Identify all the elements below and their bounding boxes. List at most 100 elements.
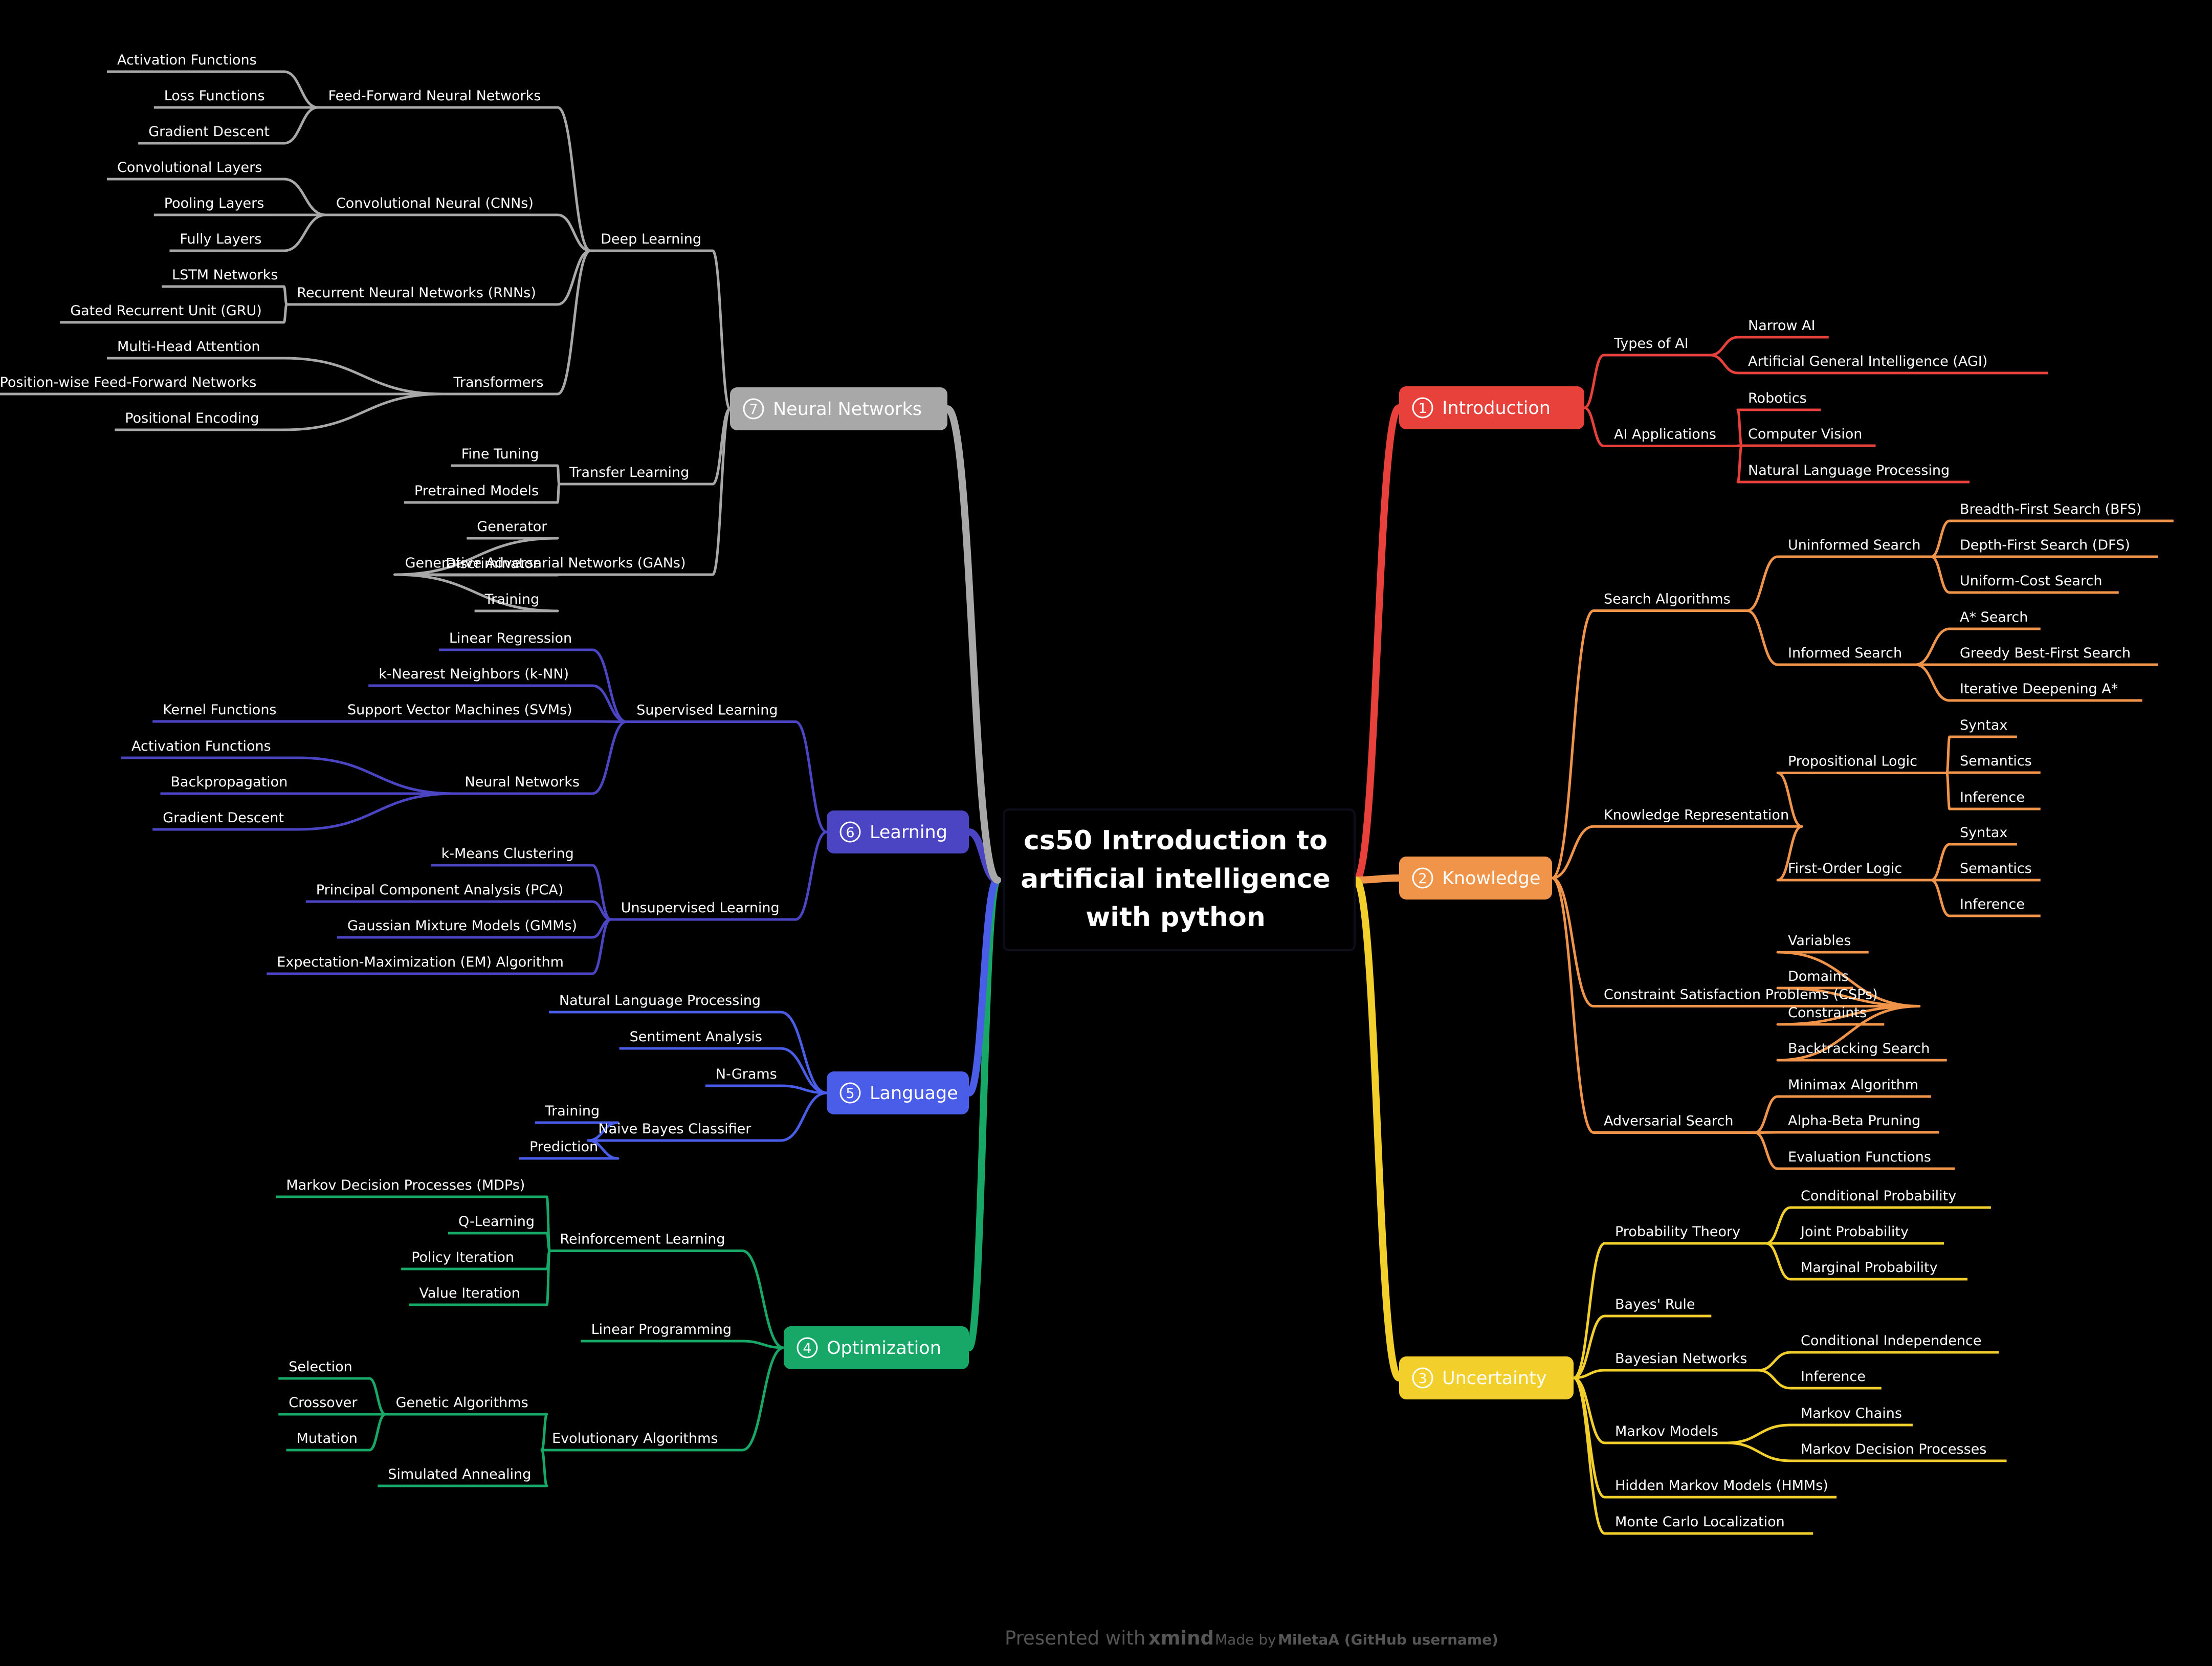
topic-pooling-layers[interactable]: Pooling Layers xyxy=(164,195,264,211)
topic-semantics[interactable]: Semantics xyxy=(1960,753,2032,769)
topic-informed-search[interactable]: Informed Search xyxy=(1788,645,1902,661)
topic-value-iteration[interactable]: Value Iteration xyxy=(419,1285,520,1301)
topic-markov-decision-processes[interactable]: Markov Decision Processes xyxy=(1801,1441,1986,1457)
topic-policy-iteration[interactable]: Policy Iteration xyxy=(411,1250,514,1265)
topic-inference[interactable]: Inference xyxy=(1960,790,2025,805)
topic-support-vector-machines-svms[interactable]: Support Vector Machines (SVMs) xyxy=(347,702,572,718)
topic-gated-recurrent-unit-gru[interactable]: Gated Recurrent Unit (GRU) xyxy=(70,303,262,319)
topic-breadth-first-search-bfs[interactable]: Breadth-First Search (BFS) xyxy=(1960,501,2141,517)
topic-training[interactable]: Training xyxy=(545,1103,600,1119)
topic-alpha-beta-pruning[interactable]: Alpha-Beta Pruning xyxy=(1788,1113,1920,1129)
topic-computer-vision[interactable]: Computer Vision xyxy=(1748,426,1862,442)
topic-natural-language-processing[interactable]: Natural Language Processing xyxy=(1748,463,1950,478)
topic-bayes-rule[interactable]: Bayes' Rule xyxy=(1615,1297,1695,1312)
topic-positional-encoding[interactable]: Positional Encoding xyxy=(125,410,259,426)
topic-convolutional-neural-cnns[interactable]: Convolutional Neural (CNNs) xyxy=(336,195,534,211)
topic-activation-functions[interactable]: Activation Functions xyxy=(117,52,257,68)
topic-convolutional-layers[interactable]: Convolutional Layers xyxy=(117,160,262,176)
topic-semantics[interactable]: Semantics xyxy=(1960,861,2032,876)
topic-selection[interactable]: Selection xyxy=(289,1359,352,1375)
topic-markov-models[interactable]: Markov Models xyxy=(1615,1423,1718,1439)
topic-generator[interactable]: Generator xyxy=(477,519,547,535)
topic-evolutionary-algorithms[interactable]: Evolutionary Algorithms xyxy=(552,1431,718,1446)
topic-k-nearest-neighbors-k-nn[interactable]: k-Nearest Neighbors (k-NN) xyxy=(379,666,569,682)
topic-uniform-cost-search[interactable]: Uniform-Cost Search xyxy=(1960,573,2102,589)
topic-joint-probability[interactable]: Joint Probability xyxy=(1800,1224,1909,1240)
topic-activation-functions[interactable]: Activation Functions xyxy=(131,738,271,754)
topic-transformers[interactable]: Transformers xyxy=(453,375,543,390)
topic-position-wise-feed-forward-networks[interactable]: Position-wise Feed-Forward Networks xyxy=(0,375,256,390)
topic-first-order-logic[interactable]: First-Order Logic xyxy=(1788,861,1902,876)
topic-sentiment-analysis[interactable]: Sentiment Analysis xyxy=(630,1029,762,1045)
topic-recurrent-neural-networks-rnns[interactable]: Recurrent Neural Networks (RNNs) xyxy=(297,285,536,301)
topic-linear-regression[interactable]: Linear Regression xyxy=(449,630,572,646)
topic-inference[interactable]: Inference xyxy=(1801,1369,1866,1385)
topic-simulated-annealing[interactable]: Simulated Annealing xyxy=(388,1466,531,1482)
topic-propositional-logic[interactable]: Propositional Logic xyxy=(1788,754,1917,770)
topic-fully-layers[interactable]: Fully Layers xyxy=(180,231,261,247)
topic-reinforcement-learning[interactable]: Reinforcement Learning xyxy=(560,1232,725,1247)
topic-q-learning[interactable]: Q-Learning xyxy=(458,1214,535,1230)
topic-naive-bayes-classifier[interactable]: Naive Bayes Classifier xyxy=(598,1121,751,1137)
topic-constraints[interactable]: Constraints xyxy=(1788,1005,1867,1021)
topic-k-means-clustering[interactable]: k-Means Clustering xyxy=(441,846,574,862)
topic-markov-chains[interactable]: Markov Chains xyxy=(1801,1406,1902,1421)
topic-gaussian-mixture-models-gmms[interactable]: Gaussian Mixture Models (GMMs) xyxy=(347,918,577,934)
topic-principal-component-analysis-pca[interactable]: Principal Component Analysis (PCA) xyxy=(316,882,563,898)
topic-types-of-ai[interactable]: Types of AI xyxy=(1613,336,1689,352)
topic-knowledge-representation[interactable]: Knowledge Representation xyxy=(1604,807,1789,823)
topic-neural-networks[interactable]: Neural Networks xyxy=(465,774,580,790)
topic-loss-functions[interactable]: Loss Functions xyxy=(164,88,265,104)
topic-mutation[interactable]: Mutation xyxy=(297,1431,358,1446)
topic-generative-adversarial-networks-gans[interactable]: Generative Adversarial Networks (GANs) xyxy=(405,555,686,571)
topic-backtracking-search[interactable]: Backtracking Search xyxy=(1788,1041,1930,1057)
topic-discriminator[interactable]: Discriminator xyxy=(446,556,539,572)
topic-conditional-independence[interactable]: Conditional Independence xyxy=(1801,1333,1981,1349)
topic-unsupervised-learning[interactable]: Unsupervised Learning xyxy=(621,900,780,916)
topic-genetic-algorithms[interactable]: Genetic Algorithms xyxy=(396,1395,528,1411)
topic-search-algorithms[interactable]: Search Algorithms xyxy=(1604,591,1731,607)
topic-kernel-functions[interactable]: Kernel Functions xyxy=(163,702,276,718)
topic-syntax[interactable]: Syntax xyxy=(1960,825,2007,841)
topic-iterative-deepening-a[interactable]: Iterative Deepening A* xyxy=(1960,681,2118,697)
topic-backpropagation[interactable]: Backpropagation xyxy=(171,774,288,790)
topic-constraint-satisfaction-problems-csps[interactable]: Constraint Satisfaction Problems (CSPs) xyxy=(1604,987,1878,1003)
topic-deep-learning[interactable]: Deep Learning xyxy=(601,231,701,247)
topic-syntax[interactable]: Syntax xyxy=(1960,717,2007,733)
topic-robotics[interactable]: Robotics xyxy=(1748,390,1807,406)
topic-prediction[interactable]: Prediction xyxy=(529,1139,598,1155)
topic-expectation-maximization-em-algorithm[interactable]: Expectation-Maximization (EM) Algorithm xyxy=(277,954,564,970)
topic-variables[interactable]: Variables xyxy=(1788,933,1851,949)
topic-bayesian-networks[interactable]: Bayesian Networks xyxy=(1615,1351,1747,1367)
topic-evaluation-functions[interactable]: Evaluation Functions xyxy=(1788,1149,1931,1165)
topic-minimax-algorithm[interactable]: Minimax Algorithm xyxy=(1788,1077,1918,1093)
topic-adversarial-search[interactable]: Adversarial Search xyxy=(1604,1113,1733,1129)
topic-feed-forward-neural-networks[interactable]: Feed-Forward Neural Networks xyxy=(328,88,541,104)
topic-natural-language-processing[interactable]: Natural Language Processing xyxy=(559,993,761,1009)
topic-conditional-probability[interactable]: Conditional Probability xyxy=(1801,1188,1956,1204)
central-topic[interactable]: cs50 Introduction to artificial intellig… xyxy=(1003,808,1356,951)
topic-linear-programming[interactable]: Linear Programming xyxy=(591,1322,732,1338)
topic-domains[interactable]: Domains xyxy=(1788,969,1849,984)
topic-crossover[interactable]: Crossover xyxy=(289,1395,358,1411)
topic-monte-carlo-localization[interactable]: Monte Carlo Localization xyxy=(1615,1514,1785,1530)
topic-lstm-networks[interactable]: LSTM Networks xyxy=(172,267,278,283)
topic-a-search[interactable]: A* Search xyxy=(1960,609,2028,625)
topic-markov-decision-processes-mdps[interactable]: Markov Decision Processes (MDPs) xyxy=(286,1177,525,1193)
topic-pretrained-models[interactable]: Pretrained Models xyxy=(414,483,539,499)
topic-training[interactable]: Training xyxy=(484,591,540,607)
topic-supervised-learning[interactable]: Supervised Learning xyxy=(636,703,778,718)
topic-multi-head-attention[interactable]: Multi-Head Attention xyxy=(117,339,260,355)
topic-inference[interactable]: Inference xyxy=(1960,896,2025,912)
topic-probability-theory[interactable]: Probability Theory xyxy=(1615,1224,1740,1240)
topic-gradient-descent[interactable]: Gradient Descent xyxy=(163,810,284,826)
topic-depth-first-search-dfs[interactable]: Depth-First Search (DFS) xyxy=(1960,537,2130,553)
topic-fine-tuning[interactable]: Fine Tuning xyxy=(461,446,539,462)
topic-hidden-markov-models-hmms[interactable]: Hidden Markov Models (HMMs) xyxy=(1615,1478,1828,1494)
